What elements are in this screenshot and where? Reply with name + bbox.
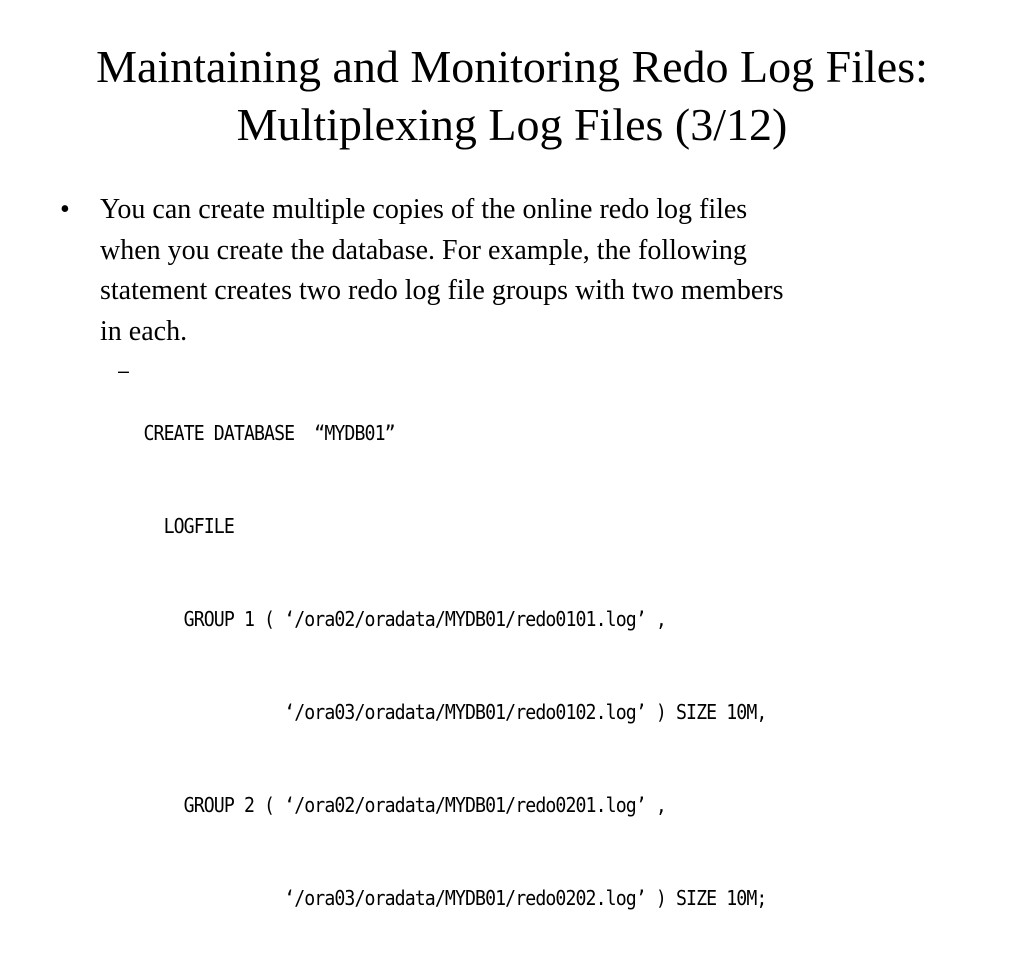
sub-bullet-marker: –	[118, 359, 129, 383]
bullet-text-line: You can create multiple copies of the on…	[100, 194, 748, 225]
code-line: ‘/ora03/oradata/MYDB01/redo0102.log’ ) S…	[143, 700, 767, 724]
code-line: GROUP 2 ( ‘/ora02/oradata/MYDB01/redo020…	[143, 793, 667, 817]
sub-bullet-item: – CREATE DATABASE “MYDB01” LOGFILE GROUP…	[118, 356, 767, 976]
code-line: GROUP 1 ( ‘/ora02/oradata/MYDB01/redo010…	[143, 607, 667, 631]
code-block: CREATE DATABASE “MYDB01” LOGFILE GROUP 1…	[143, 356, 767, 976]
bullet-text-line: when you create the database. For exampl…	[100, 234, 747, 266]
code-line: LOGFILE	[143, 514, 235, 538]
slide-title-line: Multiplexing Log Files (3/12)	[236, 99, 788, 150]
bullet-marker: •	[60, 194, 70, 225]
bullet-item: • You can create multiple copies of the …	[60, 190, 960, 352]
bullet-text-line: statement creates two redo log file grou…	[100, 275, 784, 306]
slide-title-line: Maintaining and Monitoring Redo Log File…	[96, 41, 928, 92]
bullet-text-line: in each.	[100, 315, 188, 347]
slide-title: Maintaining and Monitoring Redo Log File…	[20, 38, 1004, 154]
slide: Maintaining and Monitoring Redo Log File…	[20, 38, 1004, 910]
bullet-text: You can create multiple copies of the on…	[100, 190, 960, 352]
code-line: ‘/ora03/oradata/MYDB01/redo0202.log’ ) S…	[143, 886, 767, 910]
code-line: CREATE DATABASE “MYDB01”	[143, 421, 395, 445]
